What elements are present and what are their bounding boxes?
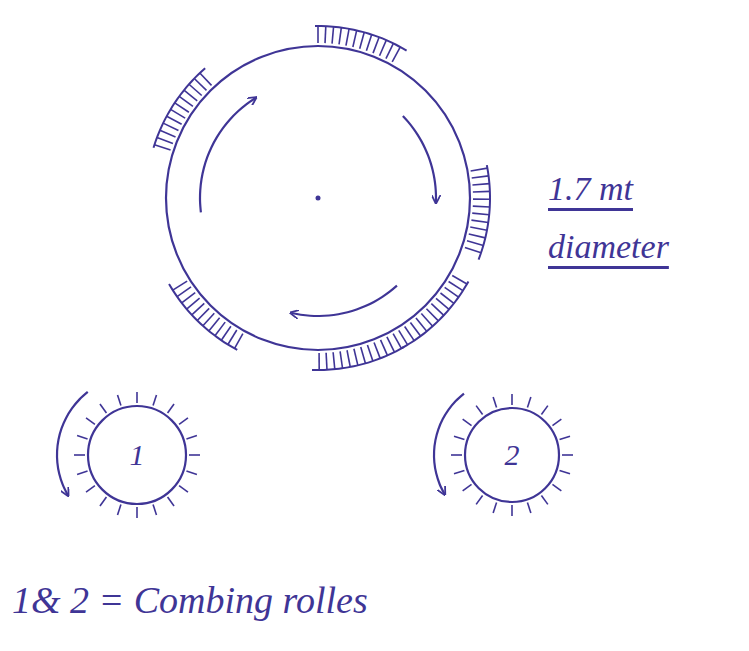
rotation-arrow: [403, 116, 436, 202]
caption-note: 1& 2 = Combing rolles: [12, 578, 492, 624]
main-cylinder: [166, 46, 470, 350]
combing-roller: 2: [464, 407, 560, 503]
flat: [154, 68, 212, 150]
center-dot: [316, 196, 321, 201]
flat: [465, 165, 490, 259]
flat: [315, 26, 407, 62]
dimension-label: 1.7 mt diameter: [548, 160, 728, 276]
flat: [399, 276, 469, 349]
rotation-arrow: [291, 286, 397, 316]
flat: [312, 334, 404, 370]
combing-roller: 1: [87, 405, 187, 505]
roller-number: 1: [130, 440, 145, 470]
roller-number: 2: [505, 440, 520, 470]
flat: [169, 281, 243, 350]
rotation-arrow: [200, 98, 255, 212]
